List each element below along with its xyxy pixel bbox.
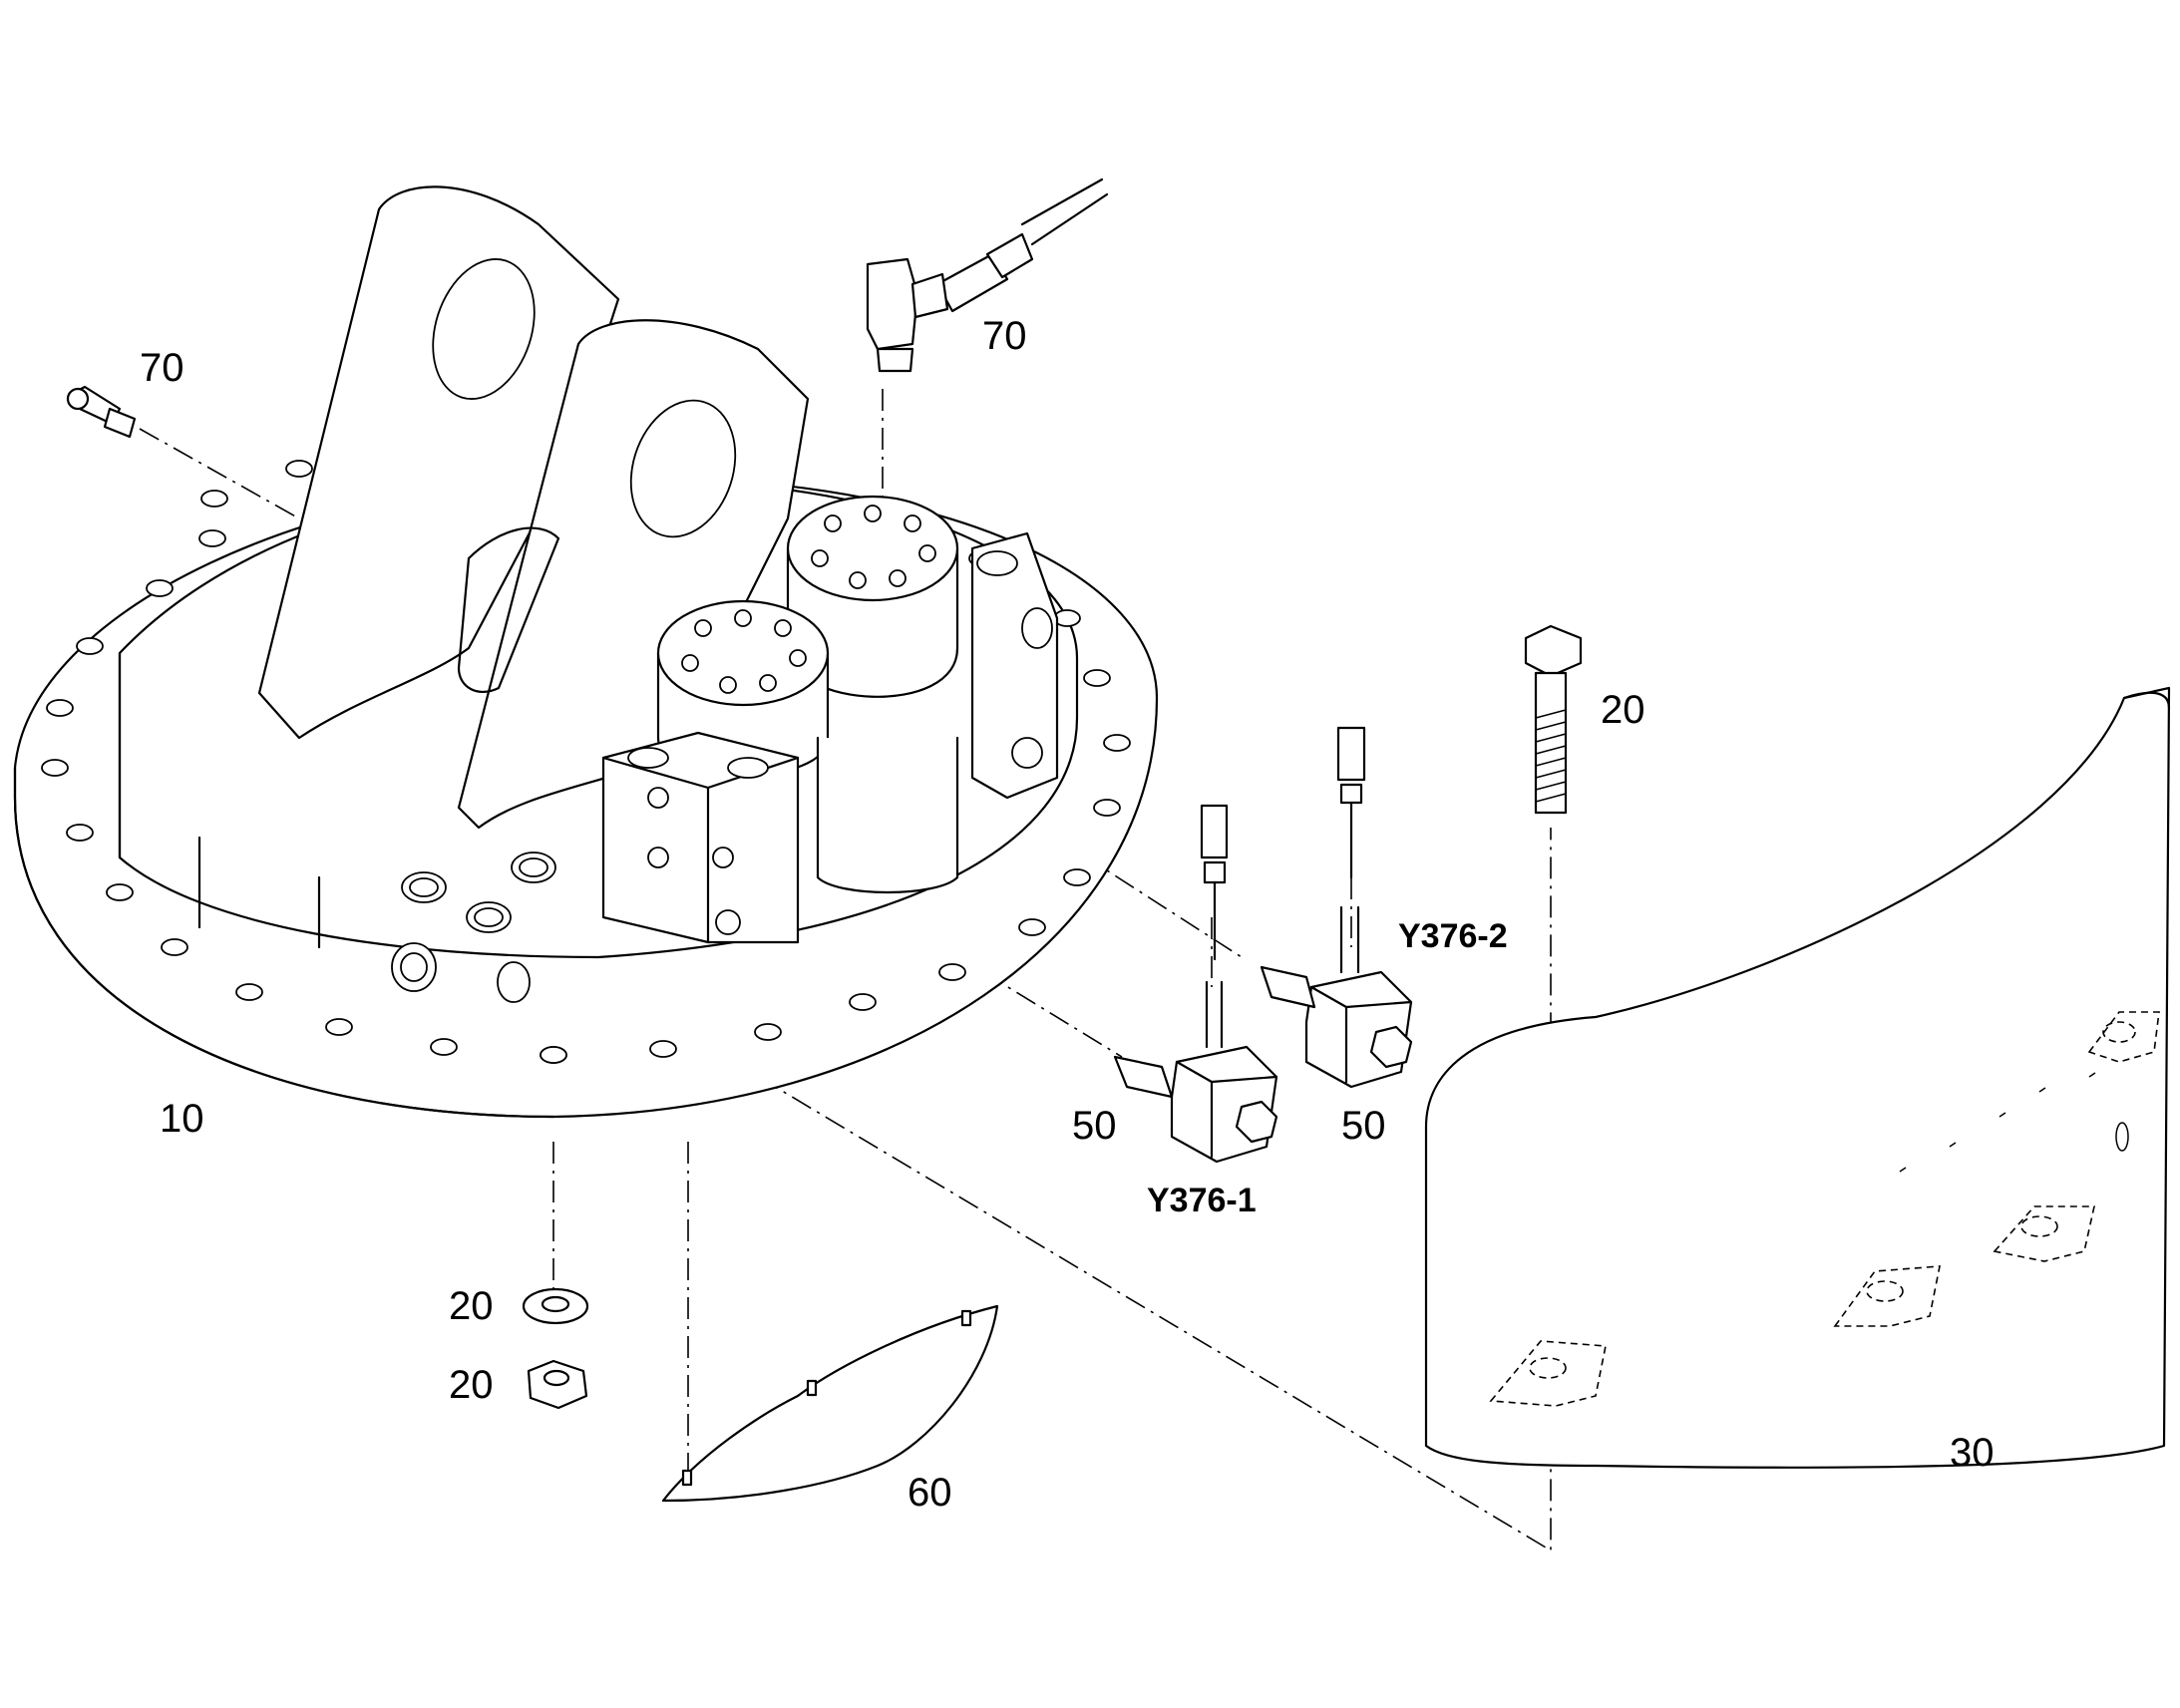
ref-valve-2: Y376-2: [1398, 917, 1508, 955]
grease-fitting-left: [66, 385, 137, 439]
washer: [522, 1287, 589, 1325]
bolt: [1524, 624, 1583, 815]
flange-bolt-holes: [41, 460, 1131, 1064]
callout-fitting-left: 70: [140, 346, 184, 390]
solenoid-valve-2: [1260, 726, 1413, 1089]
callout-fitting-top: 70: [982, 314, 1027, 358]
callout-nut: 20: [449, 1363, 494, 1407]
callout-shield: 30: [1950, 1431, 1995, 1475]
callout-valve-1: 50: [1072, 1104, 1117, 1148]
curved-shield: [1424, 686, 2171, 1469]
solenoid-valve-1: [1113, 804, 1278, 1164]
valve-block: [601, 531, 1059, 944]
callout-base: 10: [160, 1097, 204, 1141]
cover-plate: [661, 1304, 999, 1503]
lifting-lugs: [257, 185, 810, 830]
callout-labels: 10 70 70 20 20 20 50 50 60 30 Y376-1 Y37…: [140, 314, 1995, 1515]
callout-washer: 20: [449, 1284, 494, 1328]
nut: [527, 1359, 588, 1410]
callout-cover-plate: 60: [908, 1471, 952, 1515]
callout-valve-2: 50: [1341, 1104, 1386, 1148]
callout-bolt: 20: [1601, 688, 1645, 732]
ref-valve-1: Y376-1: [1147, 1182, 1257, 1219]
hydraulic-motors: [656, 495, 959, 894]
elbow-fitting-top: [866, 177, 1109, 373]
